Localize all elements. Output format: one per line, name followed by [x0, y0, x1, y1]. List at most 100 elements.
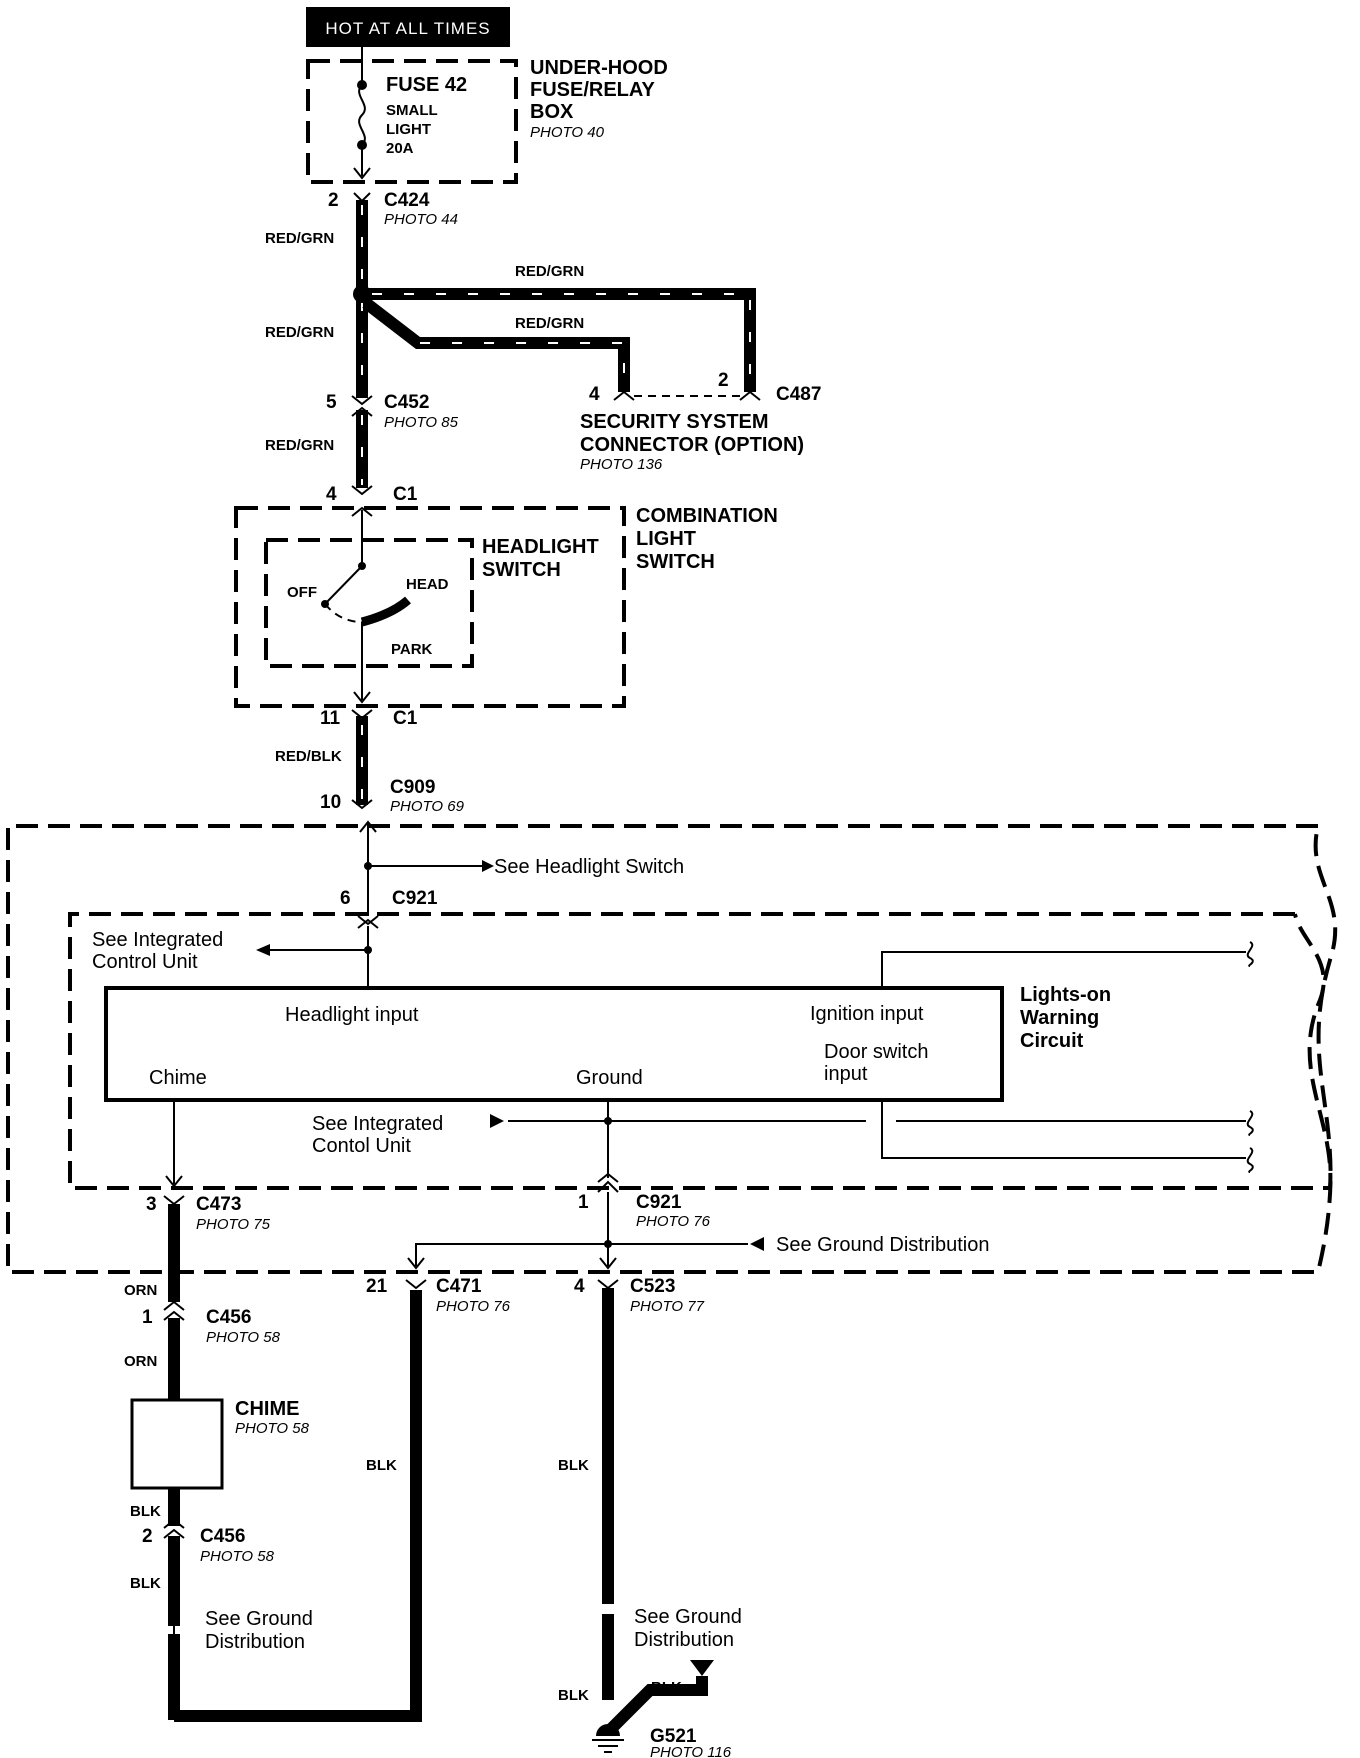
ref-see-icu-2-line1: See Integrated	[312, 1113, 443, 1135]
wire-red-grn-branch-lower	[362, 298, 630, 392]
c1-top-name: C1	[393, 484, 418, 505]
wire-label-orn-1: ORN	[124, 1282, 157, 1299]
circuit-name-1: Lights-on	[1020, 984, 1111, 1006]
ground-feed-arrow	[690, 1660, 714, 1676]
arrow-see-ground-dist	[750, 1237, 764, 1251]
c1-top-pin: 4	[326, 484, 337, 505]
break-symbol-1	[1246, 941, 1254, 967]
wire-label-blk-4: BLK	[558, 1457, 589, 1474]
combination-title-3: SWITCH	[636, 551, 715, 573]
fuse-desc-3: 20A	[386, 140, 414, 157]
c456-bottom-pin: 2	[142, 1526, 153, 1547]
fuse-box-outline	[306, 59, 518, 184]
ref-see-icu-1-line2: Control Unit	[92, 951, 198, 973]
c909-pin: 10	[320, 792, 341, 813]
circuit-name-3: Circuit	[1020, 1030, 1084, 1052]
combination-title-1: COMBINATION	[636, 505, 778, 527]
inner-module-outline	[68, 912, 1333, 1190]
fuse-box-name-1: UNDER-HOOD	[530, 57, 668, 79]
chime-unit	[130, 1398, 224, 1490]
c456-top-pin: 1	[142, 1307, 153, 1328]
headlight-switch-title-1: HEADLIGHT	[482, 536, 599, 558]
c909-name: C909	[390, 777, 435, 798]
connector-c456-bottom	[163, 1518, 185, 1539]
break-symbol-3	[1246, 1147, 1254, 1173]
power-source-label: HOT AT ALL TIMES	[325, 19, 490, 38]
fuse-name: FUSE 42	[386, 74, 467, 96]
wire-label-5: RED/GRN	[265, 437, 334, 454]
c471-pin: 21	[366, 1276, 388, 1297]
module-chime: Chime	[149, 1067, 207, 1089]
ref-see-ground-dist-left-2: Distribution	[205, 1631, 305, 1653]
c452-name: C452	[384, 392, 429, 413]
c452-pin: 5	[326, 392, 337, 413]
switch-blade	[324, 565, 363, 605]
c471-photo: PHOTO 76	[436, 1298, 511, 1315]
chime-photo: PHOTO 58	[235, 1420, 310, 1437]
c487-name: C487	[776, 384, 821, 405]
chime-name: CHIME	[235, 1398, 299, 1420]
arrow-see-icu-1	[256, 944, 270, 956]
connector-c487	[613, 390, 761, 401]
connector-c456-top	[163, 1300, 185, 1321]
connector-c471	[405, 1279, 427, 1290]
fuse-box-photo: PHOTO 40	[530, 124, 605, 141]
ground-g521-icon	[592, 1724, 624, 1753]
c921-bottom-photo: PHOTO 76	[636, 1213, 711, 1230]
module-door-switch-1: Door switch	[824, 1041, 928, 1063]
outer-module-outline	[6, 824, 1338, 1274]
wire-red-grn-branch-upper	[362, 288, 756, 392]
c424-name: C424	[384, 190, 430, 211]
arrow-see-headlight-switch	[482, 860, 494, 872]
ref-see-ground-dist-right-2: Distribution	[634, 1629, 734, 1651]
position-off: OFF	[287, 584, 317, 601]
c523-name: C523	[630, 1276, 675, 1297]
fuse-desc-1: SMALL	[386, 102, 438, 119]
connector-c473	[163, 1195, 185, 1206]
headlight-switch-outline	[264, 538, 474, 668]
c424-pin: 2	[328, 190, 339, 211]
c473-pin: 3	[146, 1194, 157, 1215]
c473-name: C473	[196, 1194, 241, 1215]
wire-blk-loop	[168, 1290, 422, 1722]
break-symbol-2	[1246, 1110, 1254, 1136]
wire-label-3: RED/GRN	[515, 315, 584, 332]
c456-top-name: C456	[206, 1307, 251, 1328]
wire-label-blk-1: BLK	[130, 1503, 161, 1520]
wire-label-2: RED/GRN	[515, 263, 584, 280]
fuse-desc-2: LIGHT	[386, 121, 431, 138]
c487-pin-a: 4	[589, 384, 600, 405]
c1-bottom-name: C1	[393, 708, 418, 729]
connector-c909	[351, 799, 373, 810]
combination-title-2: LIGHT	[636, 528, 696, 550]
c456-top-photo: PHOTO 58	[206, 1329, 281, 1346]
ref-see-ground-dist-left-1: See Ground	[205, 1608, 313, 1630]
c921-bottom-pin: 1	[578, 1192, 589, 1213]
ref-see-ground-dist-right-1: See Ground	[634, 1606, 742, 1628]
g521-name: G521	[650, 1726, 697, 1747]
headlight-switch-title-2: SWITCH	[482, 559, 561, 581]
wire-label-orn-2: ORN	[124, 1353, 157, 1370]
combination-light-switch-outline	[234, 506, 626, 708]
c456-bottom-photo: PHOTO 58	[200, 1548, 275, 1565]
c523-pin: 4	[574, 1276, 585, 1297]
circuit-name-2: Warning	[1020, 1007, 1099, 1029]
fuse-box-name-3: BOX	[530, 101, 574, 123]
module-door-switch-2: input	[824, 1063, 868, 1085]
wire-label-1: RED/GRN	[265, 230, 334, 247]
position-park: PARK	[391, 641, 433, 658]
module-ignition-input: Ignition input	[810, 1003, 924, 1025]
c921-bottom-name: C921	[636, 1192, 682, 1213]
wire-label-blk-3: BLK	[366, 1457, 397, 1474]
c456-bottom-name: C456	[200, 1526, 245, 1547]
c921-top-name: C921	[392, 888, 438, 909]
wire-label-blk-5: BLK	[651, 1679, 682, 1696]
ref-see-headlight-switch: See Headlight Switch	[494, 856, 684, 878]
connector-c921-top	[357, 915, 379, 926]
fuse-box-name-2: FUSE/RELAY	[530, 79, 656, 101]
c523-photo: PHOTO 77	[630, 1298, 705, 1315]
module-ground: Ground	[576, 1067, 643, 1089]
security-photo: PHOTO 136	[580, 456, 663, 473]
c424-photo: PHOTO 44	[384, 211, 458, 228]
